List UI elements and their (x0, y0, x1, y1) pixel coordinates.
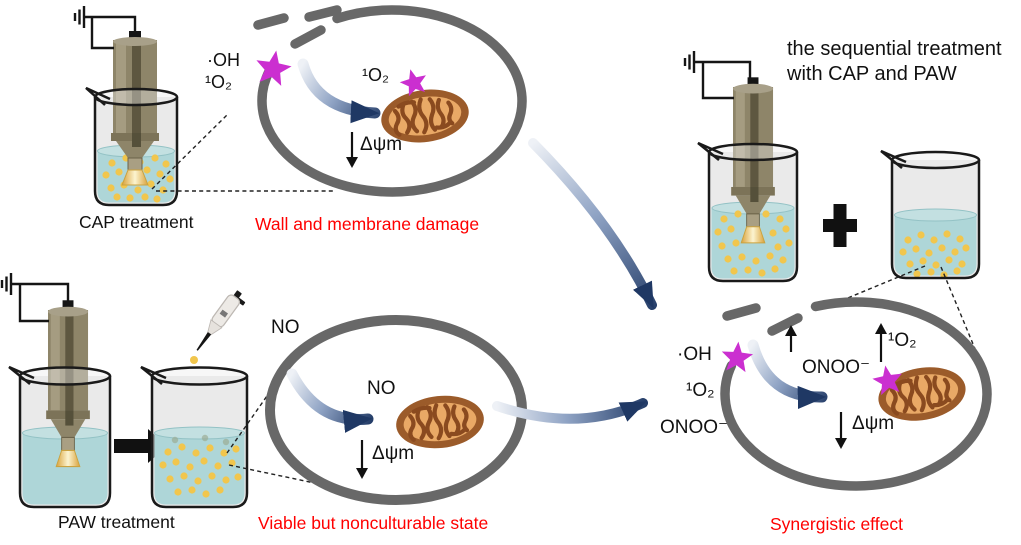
membrane-damage-star (252, 47, 294, 88)
species-no-inside: NO (367, 378, 396, 399)
cap-caption: Wall and membrane damage (255, 214, 480, 234)
paw-particles (159, 443, 242, 498)
ros-entry-arrow (747, 339, 828, 409)
cap-damaged-cell (252, 5, 527, 197)
plus-icon (823, 204, 857, 247)
species-no-outside: NO (271, 317, 300, 338)
cap-apparatus (73, 4, 179, 207)
species-onoo-outside: ONOO⁻ (660, 417, 729, 438)
paw-zoom-callout-lines (226, 375, 382, 498)
sequential-title-line1: the sequential treatment (787, 38, 1002, 60)
synergy-zoom-callout-lines (825, 265, 984, 369)
ground-icon (683, 49, 696, 75)
ground-icon (73, 4, 86, 30)
dissolving-particles (171, 434, 230, 446)
sequential-title-line2: with CAP and PAW (787, 63, 957, 85)
pipette (196, 290, 246, 351)
species-onoo-increased: ONOO⁻ (802, 357, 871, 378)
plasma-particles (714, 210, 793, 277)
paw-treatment-label: PAW treatment (58, 512, 175, 532)
sequential-apparatus (683, 49, 981, 283)
species-singlet-o2-at-mito: ¹O₂ (362, 65, 389, 85)
paw-to-synergy-arrow (492, 398, 648, 424)
species-singlet-o2-synergy: ¹O₂ (686, 380, 715, 401)
broken-wall-fragments (253, 5, 342, 49)
no-entry-arrow (286, 368, 374, 433)
species-oh-cap: ·OH (207, 50, 240, 70)
vbnc-cell (265, 315, 527, 505)
synergy-caption: Synergistic effect (770, 514, 903, 534)
membrane-potential-paw: Δψm (372, 443, 415, 464)
cap-treatment-label: CAP treatment (79, 212, 194, 232)
species-singlet-o2-increased: ¹O₂ (888, 330, 917, 351)
species-oh-synergy: ·OH (677, 344, 712, 365)
paw-droplet (190, 356, 198, 364)
paw-apparatus (0, 271, 249, 509)
ros-entry-arrow (297, 58, 381, 124)
cap-to-synergy-arrow (528, 138, 657, 310)
membrane-potential-cap: Δψm (360, 134, 403, 155)
ground-icon (0, 271, 13, 297)
membrane-potential-synergy: Δψm (852, 413, 895, 434)
synergy-cell (720, 297, 992, 491)
broken-wall-fragments (722, 303, 803, 336)
paw-caption: Viable but nonculturable state (258, 513, 489, 533)
species-singlet-o2-cap: ¹O₂ (205, 72, 232, 92)
cap-zoom-callout-lines (151, 113, 333, 192)
